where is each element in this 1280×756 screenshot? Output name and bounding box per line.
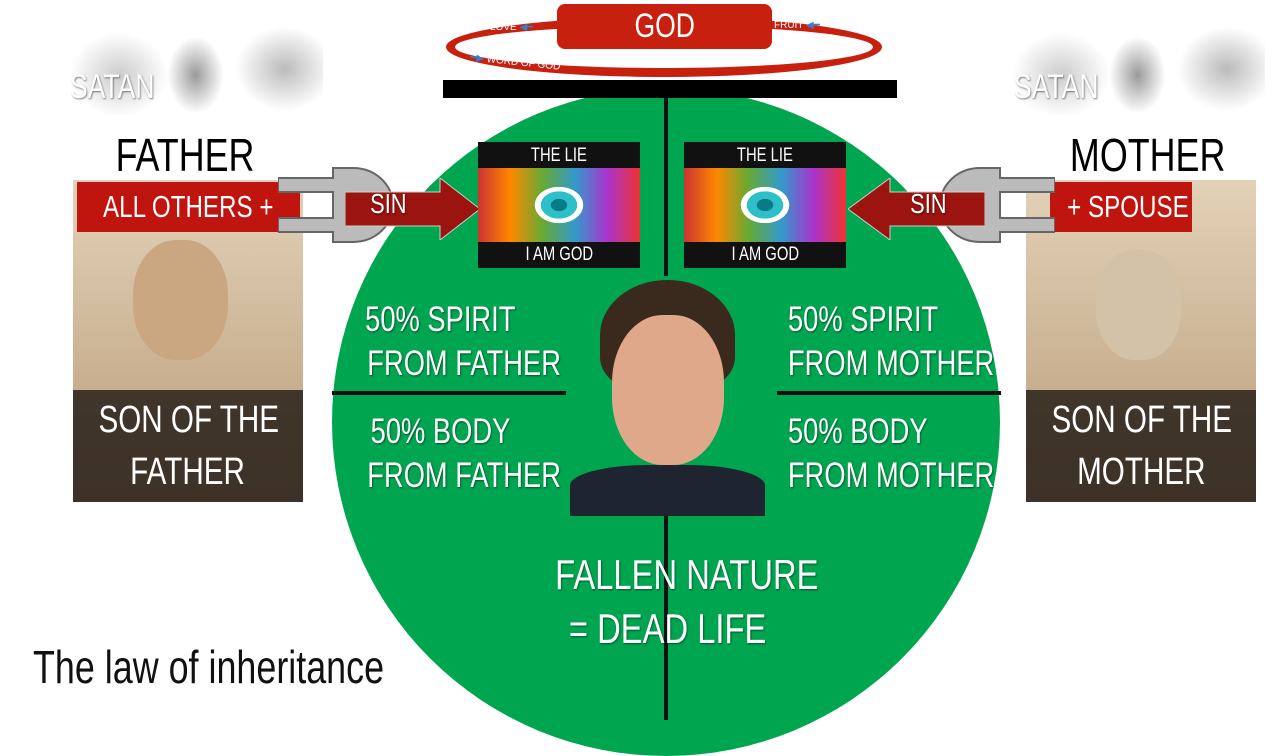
eye-icon <box>684 168 846 242</box>
sin-label-right: SIN <box>910 188 947 219</box>
sin-arrow-left <box>345 178 480 240</box>
slide-caption: The law of inheritance <box>33 641 385 693</box>
i-am-god-label: I AM GOD <box>731 244 799 265</box>
fruit-label: FRUIT ◀━ <box>774 20 820 31</box>
vertical-divider-top <box>664 96 668 276</box>
god-box: GOD <box>557 4 772 49</box>
arrow-right-icon: ━▶ <box>469 52 485 65</box>
eye-icon <box>478 168 640 242</box>
the-lie-label: THE LIE <box>530 145 588 166</box>
horizontal-divider-right <box>777 391 1001 395</box>
sin-label-left: SIN <box>370 188 407 219</box>
portrait-face <box>612 315 724 465</box>
mother-heading: MOTHER <box>1070 129 1226 181</box>
father-heading: FATHER <box>115 129 255 181</box>
father-face <box>133 240 228 360</box>
the-lie-image-left: THE LIE I AM GOD <box>478 142 640 268</box>
satan-label-right: SATAN <box>1014 68 1099 106</box>
vertical-divider-bottom <box>664 512 668 720</box>
i-am-god-label: I AM GOD <box>525 244 593 265</box>
portrait-suit <box>570 465 765 516</box>
satan-label-left: SATAN <box>70 68 155 106</box>
the-lie-label: THE LIE <box>736 145 794 166</box>
love-text: LOVE <box>490 22 517 33</box>
love-label: LOVE ◀━ <box>490 22 533 33</box>
arrow-left-icon: ◀━ <box>519 22 534 33</box>
sin-arrow-right <box>848 178 985 240</box>
satan-angel-left <box>68 0 323 125</box>
god-label: GOD <box>634 7 695 45</box>
fallen-nature-label: FALLEN NATURE= DEAD LIFE <box>555 551 819 652</box>
fruit-text: FRUIT <box>774 20 804 31</box>
person-portrait <box>570 280 765 516</box>
mother-face <box>1096 250 1181 360</box>
spouse-label: + SPOUSE <box>1050 182 1192 232</box>
top-bar <box>443 80 897 98</box>
horizontal-divider-left <box>332 391 566 395</box>
the-lie-image-right: THE LIE I AM GOD <box>684 142 846 268</box>
satan-angel-right <box>1010 0 1265 125</box>
all-others-label: ALL OTHERS + <box>77 182 300 232</box>
arrow-left-icon: ◀━ <box>806 20 820 31</box>
